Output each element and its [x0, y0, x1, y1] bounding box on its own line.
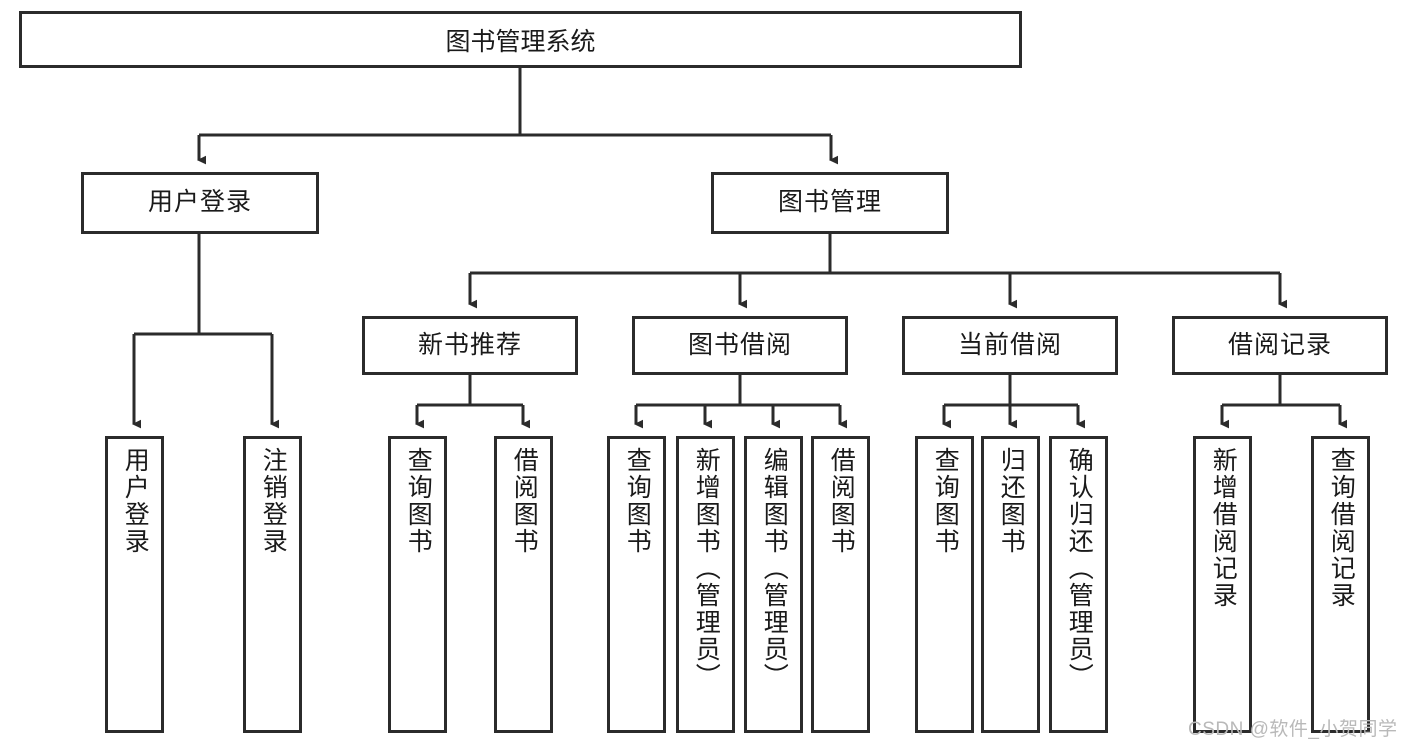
node-leaf-add-record[interactable]: 新增借阅记录	[1193, 436, 1252, 733]
node-label: 新增图书（管理员）	[692, 447, 721, 690]
node-label: 借阅图书	[510, 447, 539, 555]
node-label: 图书管理系统	[445, 27, 596, 56]
node-label: 归还图书	[997, 447, 1026, 555]
node-leaf-borrow-book-1[interactable]: 借阅图书	[494, 436, 553, 733]
node-leaf-user-login[interactable]: 用户登录	[105, 436, 164, 733]
node-label: 查询图书	[623, 447, 652, 555]
node-label: 图书管理	[777, 188, 882, 217]
node-leaf-query-book-1[interactable]: 查询图书	[388, 436, 447, 733]
node-leaf-query-record[interactable]: 查询借阅记录	[1311, 436, 1370, 733]
node-label: 确认归还（管理员）	[1065, 447, 1094, 690]
node-label: 当前借阅	[957, 330, 1062, 359]
node-leaf-add-book[interactable]: 新增图书（管理员）	[676, 436, 735, 733]
node-label: 借阅图书	[827, 447, 856, 555]
node-borrow-record[interactable]: 借阅记录	[1172, 316, 1388, 375]
node-label: 查询借阅记录	[1327, 447, 1356, 609]
node-book-borrow[interactable]: 图书借阅	[632, 316, 848, 375]
csdn-watermark: CSDN @软件_小贺同学	[1188, 719, 1398, 740]
node-leaf-logout[interactable]: 注销登录	[243, 436, 302, 733]
node-leaf-borrow-book-2[interactable]: 借阅图书	[811, 436, 870, 733]
node-label: 用户登录	[121, 447, 150, 555]
node-leaf-query-book-3[interactable]: 查询图书	[915, 436, 974, 733]
node-leaf-return-book[interactable]: 归还图书	[981, 436, 1040, 733]
node-leaf-edit-book[interactable]: 编辑图书（管理员）	[744, 436, 803, 733]
node-book-manage[interactable]: 图书管理	[711, 172, 949, 234]
node-label: 注销登录	[259, 447, 288, 555]
node-new-book-recommend[interactable]: 新书推荐	[362, 316, 578, 375]
node-label: 编辑图书（管理员）	[760, 447, 789, 690]
node-book-management-system[interactable]: 图书管理系统	[19, 11, 1022, 68]
node-label: 图书借阅	[687, 330, 792, 359]
node-current-borrow[interactable]: 当前借阅	[902, 316, 1118, 375]
node-leaf-confirm-return[interactable]: 确认归还（管理员）	[1049, 436, 1108, 733]
node-label: 借阅记录	[1227, 330, 1332, 359]
node-user-login[interactable]: 用户登录	[81, 172, 319, 234]
node-label: 用户登录	[147, 188, 252, 217]
node-leaf-query-book-2[interactable]: 查询图书	[607, 436, 666, 733]
node-label: 新增借阅记录	[1209, 447, 1238, 609]
node-label: 查询图书	[931, 447, 960, 555]
node-label: 查询图书	[404, 447, 433, 555]
node-label: 新书推荐	[417, 330, 522, 359]
